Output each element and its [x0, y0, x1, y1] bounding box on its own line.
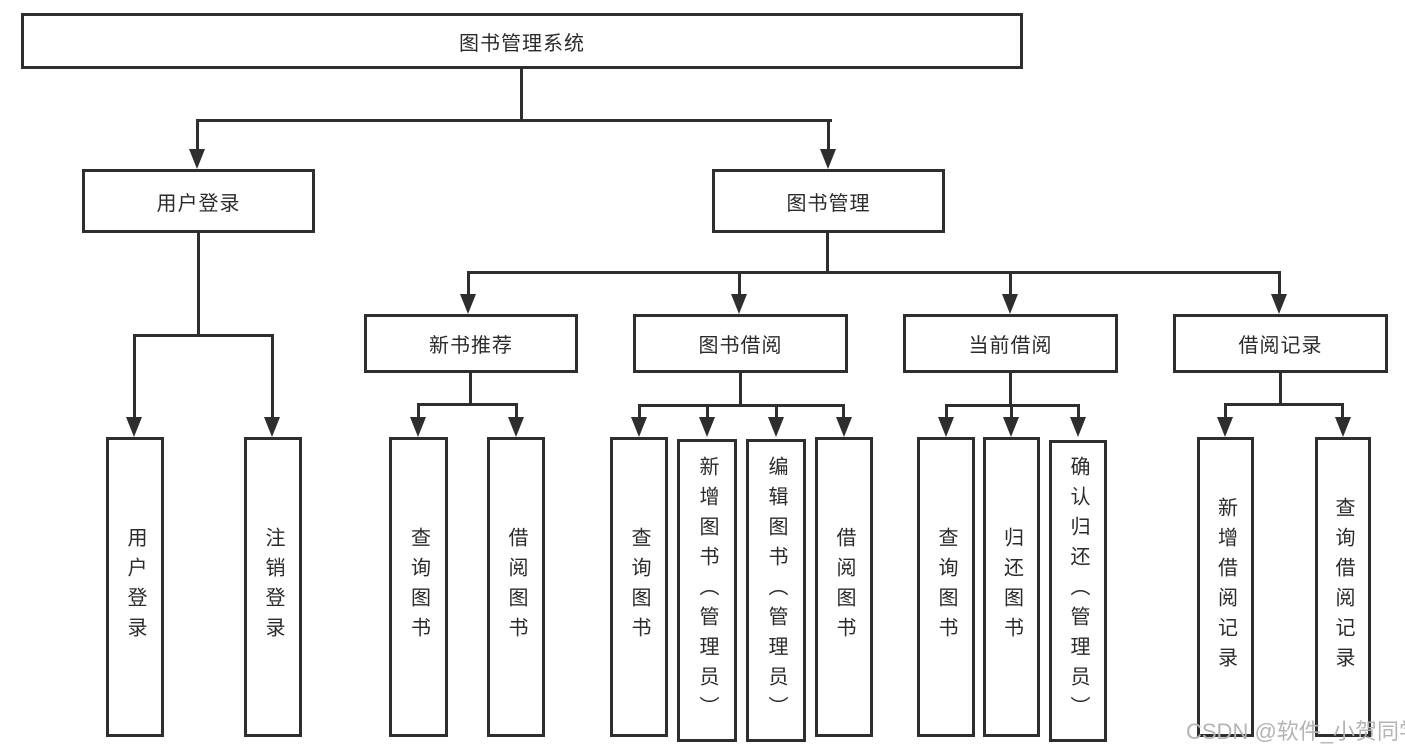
connector-line: [1010, 404, 1013, 419]
connector-line: [638, 404, 641, 419]
connector-line: [739, 373, 742, 406]
leaf-add-book-admin: 新增图书（管理员）: [677, 439, 737, 742]
arrowhead-icon: [938, 417, 954, 437]
arrowhead-icon: [836, 417, 852, 437]
arrowhead-icon: [126, 417, 142, 437]
node-book-borrowing: 图书借阅: [633, 314, 848, 373]
connector-line: [467, 271, 470, 296]
leaf-borrow-book: 借阅图书: [815, 437, 873, 737]
connector-line: [196, 119, 832, 122]
connector-line: [271, 334, 274, 419]
connector-line: [706, 404, 709, 419]
arrowhead-icon: [768, 417, 784, 437]
arrowhead-icon: [699, 417, 715, 437]
leaf-label: 新增图书（管理员）: [696, 455, 718, 726]
leaf-label: 借阅图书: [505, 527, 527, 647]
connector-line: [197, 233, 200, 335]
connector-line: [133, 334, 274, 337]
connector-line: [469, 373, 472, 405]
csdn-watermark: CSDN @软件_小贺同学: [1186, 719, 1405, 744]
leaf-borrow-book-recommend: 借阅图书: [487, 437, 545, 737]
leaf-add-borrow-record: 新增借阅记录: [1197, 437, 1254, 737]
node-label: 图书管理: [786, 192, 871, 215]
connector-line: [1278, 271, 1281, 296]
leaf-query-book-recommend: 查询图书: [389, 437, 448, 737]
leaf-query-book-current: 查询图书: [917, 437, 975, 737]
arrowhead-icon: [1217, 417, 1233, 437]
leaf-label: 查询图书: [628, 527, 650, 647]
connector-line: [738, 271, 741, 296]
leaf-label: 查询借阅记录: [1332, 497, 1354, 677]
arrowhead-icon: [820, 149, 836, 169]
node-label: 新书推荐: [429, 335, 513, 357]
node-label: 借阅记录: [1238, 335, 1323, 357]
connector-line: [1224, 403, 1344, 406]
connector-line: [1009, 271, 1012, 296]
connector-line: [945, 404, 948, 419]
connector-line: [1224, 403, 1227, 419]
node-library-system: 图书管理系统: [21, 13, 1023, 69]
node-label: 图书管理系统: [459, 32, 585, 55]
connector-line: [417, 403, 517, 406]
leaf-edit-book-admin: 编辑图书（管理员）: [746, 439, 806, 742]
arrowhead-icon: [631, 417, 647, 437]
leaf-query-book-borrow: 查询图书: [610, 437, 668, 737]
connector-line: [842, 404, 845, 419]
node-new-book-recommend: 新书推荐: [364, 314, 578, 373]
leaf-label: 归还图书: [1000, 527, 1023, 647]
connector-line: [1009, 373, 1012, 406]
connector-line: [827, 119, 830, 151]
node-label: 用户登录: [156, 192, 241, 215]
arrowhead-icon: [1271, 294, 1287, 314]
leaf-query-borrow-record: 查询借阅记录: [1315, 437, 1371, 737]
leaf-label: 借阅图书: [833, 527, 855, 647]
leaf-label: 确认归还（管理员）: [1067, 456, 1089, 726]
leaf-logout: 注销登录: [244, 437, 302, 737]
connector-line: [826, 233, 829, 271]
node-label: 图书借阅: [698, 335, 783, 357]
arrowhead-icon: [1335, 417, 1351, 437]
node-book-management: 图书管理: [712, 169, 945, 233]
leaf-label: 编辑图书（管理员）: [765, 455, 787, 726]
leaf-label: 注销登录: [262, 527, 284, 647]
node-borrow-records: 借阅记录: [1173, 314, 1388, 373]
arrowhead-icon: [189, 149, 205, 169]
connector-line: [417, 403, 420, 419]
arrowhead-icon: [1070, 417, 1086, 437]
leaf-label: 新增借阅记录: [1214, 497, 1237, 677]
arrowhead-icon: [1003, 417, 1019, 437]
connector-line: [515, 403, 518, 419]
connector-line: [1341, 403, 1344, 419]
arrowhead-icon: [460, 294, 476, 314]
leaf-confirm-return-admin: 确认归还（管理员）: [1049, 440, 1107, 742]
connector-line: [467, 271, 1281, 274]
leaf-user-login: 用户登录: [106, 437, 164, 737]
arrowhead-icon: [264, 417, 280, 437]
connector-line: [1077, 404, 1080, 419]
arrowhead-icon: [508, 417, 524, 437]
connector-line: [133, 334, 136, 419]
node-current-borrowing: 当前借阅: [903, 314, 1118, 373]
node-user-login: 用户登录: [82, 169, 315, 233]
connector-line: [638, 404, 845, 407]
leaf-label: 用户登录: [124, 527, 146, 647]
connector-line: [775, 404, 778, 419]
arrowhead-icon: [731, 294, 747, 314]
connector-line: [520, 68, 523, 120]
connector-line: [1279, 373, 1282, 405]
leaf-return-book: 归还图书: [983, 437, 1040, 737]
arrowhead-icon: [410, 417, 426, 437]
leaf-label: 查询图书: [407, 527, 430, 647]
node-label: 当前借阅: [968, 335, 1053, 357]
arrowhead-icon: [1002, 294, 1018, 314]
connector-line: [196, 119, 199, 151]
leaf-label: 查询图书: [935, 527, 957, 647]
